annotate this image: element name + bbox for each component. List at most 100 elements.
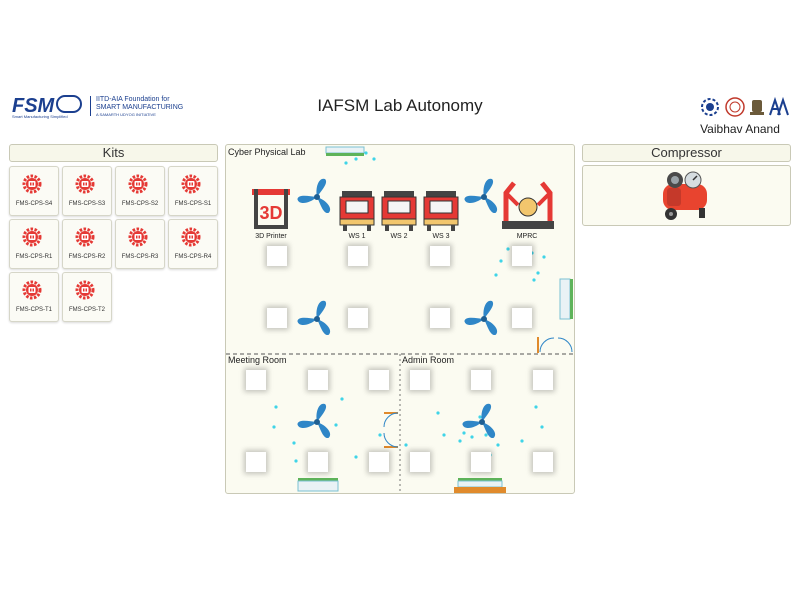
workstation-2-icon[interactable] bbox=[380, 189, 418, 231]
workstation-1-icon[interactable] bbox=[338, 189, 376, 231]
kit-tile[interactable]: FMS-CPS-R2 bbox=[62, 219, 112, 269]
airflow-particle bbox=[334, 423, 338, 427]
kit-label: FMS-CPS-R2 bbox=[68, 254, 106, 260]
logo-divider bbox=[90, 96, 91, 116]
airflow-particle bbox=[484, 433, 488, 437]
airflow-particle bbox=[458, 439, 462, 443]
airflow-particle bbox=[436, 411, 440, 415]
seat-slot[interactable] bbox=[512, 246, 532, 266]
compressor-card[interactable] bbox=[582, 165, 791, 226]
seat-slot[interactable] bbox=[533, 370, 553, 390]
kits-header: Kits bbox=[9, 144, 218, 162]
kit-tile[interactable]: FMS-CPS-T2 bbox=[62, 272, 112, 322]
emblem-seal-icon bbox=[725, 97, 745, 117]
seat-slot[interactable] bbox=[308, 452, 328, 472]
seat-slot[interactable] bbox=[430, 246, 450, 266]
airflow-particle bbox=[354, 157, 358, 161]
seat-slot[interactable] bbox=[410, 452, 430, 472]
mprc-robot-icon[interactable] bbox=[500, 177, 556, 231]
fsm-logo: FSM Smart Manufacturing Simplified IITD-… bbox=[12, 93, 184, 123]
kit-tile[interactable]: FMS-CPS-S4 bbox=[9, 166, 59, 216]
ceiling-fan-icon bbox=[297, 178, 331, 213]
kit-tile[interactable]: FMS-CPS-R4 bbox=[168, 219, 218, 269]
airflow-particle bbox=[462, 431, 466, 435]
logo-tagline: Smart Manufacturing Simplified bbox=[12, 114, 68, 119]
gear-robot-icon bbox=[181, 227, 201, 247]
airflow-particle bbox=[340, 397, 344, 401]
gear-robot-icon bbox=[22, 174, 42, 194]
gear-robot-icon bbox=[75, 280, 95, 300]
gear-robot-icon bbox=[128, 174, 148, 194]
seat-slot[interactable] bbox=[267, 246, 287, 266]
seat-slot[interactable] bbox=[369, 370, 389, 390]
logo-org-line3: A SAMARTH UDYOG INITIATIVE bbox=[96, 112, 156, 117]
airflow-particle bbox=[292, 441, 296, 445]
seat-slot[interactable] bbox=[512, 308, 532, 328]
seat-slot[interactable] bbox=[471, 370, 491, 390]
airflow-particle bbox=[378, 433, 382, 437]
seat-slot[interactable] bbox=[348, 308, 368, 328]
logo-org-line1: IITD-AIA Foundation for bbox=[96, 96, 170, 103]
kit-label: FMS-CPS-T1 bbox=[16, 307, 52, 313]
air-compressor-icon bbox=[663, 171, 707, 220]
kit-label: FMS-CPS-S2 bbox=[121, 201, 159, 207]
printer-badge: 3D bbox=[259, 203, 283, 223]
ac-unit-bottom-right-icon bbox=[454, 478, 506, 493]
logo-org-line2: SMART MANUFACTURING bbox=[96, 104, 184, 111]
kit-tile[interactable]: FMS-CPS-R3 bbox=[115, 219, 165, 269]
airflow-particle bbox=[536, 271, 540, 275]
kit-tile[interactable]: FMS-CPS-S1 bbox=[168, 166, 218, 216]
kit-label: FMS-CPS-R4 bbox=[174, 254, 212, 260]
seat-slot[interactable] bbox=[308, 370, 328, 390]
airflow-particle bbox=[534, 405, 538, 409]
gear-robot-icon bbox=[75, 174, 95, 194]
ceiling-fan-icon bbox=[297, 403, 331, 438]
workstation-2-label: WS 2 bbox=[390, 233, 408, 240]
airflow-particle bbox=[272, 425, 276, 429]
compressor-header: Compressor bbox=[582, 144, 791, 162]
gear-robot-icon bbox=[75, 227, 95, 247]
airflow-particle bbox=[470, 435, 474, 439]
door-lab-right-icon bbox=[537, 337, 573, 353]
kit-tile[interactable]: FMS-CPS-R1 bbox=[9, 219, 59, 269]
ac-unit-right-icon bbox=[559, 278, 573, 320]
ac-unit-bottom-left-icon bbox=[297, 478, 339, 492]
kit-label: FMS-CPS-T2 bbox=[69, 307, 105, 313]
workstation-3-icon[interactable] bbox=[422, 189, 460, 231]
seat-slot[interactable] bbox=[348, 246, 368, 266]
3d-printer-label: 3D Printer bbox=[255, 233, 287, 240]
door-meeting-room-icon bbox=[383, 412, 399, 448]
mprc-label: MPRC bbox=[516, 233, 538, 240]
seat-slot[interactable] bbox=[246, 452, 266, 472]
seat-slot[interactable] bbox=[246, 370, 266, 390]
airflow-particle bbox=[494, 273, 498, 277]
airflow-particle bbox=[520, 439, 524, 443]
airflow-particle bbox=[496, 443, 500, 447]
airflow-particle bbox=[532, 278, 536, 282]
kit-label: FMS-CPS-S3 bbox=[68, 201, 106, 207]
seat-slot[interactable] bbox=[533, 452, 553, 472]
seat-slot[interactable] bbox=[471, 452, 491, 472]
user-name[interactable]: Vaibhav Anand bbox=[700, 122, 780, 136]
emblem-gear-icon bbox=[701, 98, 719, 116]
airflow-particle bbox=[364, 151, 368, 155]
seat-slot[interactable] bbox=[267, 308, 287, 328]
airflow-particle bbox=[540, 425, 544, 429]
airflow-particle bbox=[542, 255, 546, 259]
kit-tile[interactable]: FMS-CPS-T1 bbox=[9, 272, 59, 322]
gear-robot-icon bbox=[22, 280, 42, 300]
airflow-particle bbox=[372, 157, 376, 161]
workstation-1-label: WS 1 bbox=[348, 233, 366, 240]
lab-floor-map: Cyber Physical Lab Meeting Room Admin Ro… bbox=[225, 144, 575, 494]
kit-tile[interactable]: FMS-CPS-S2 bbox=[115, 166, 165, 216]
seat-slot[interactable] bbox=[430, 308, 450, 328]
seat-slot[interactable] bbox=[369, 452, 389, 472]
kit-tile[interactable]: FMS-CPS-S3 bbox=[62, 166, 112, 216]
seat-slot[interactable] bbox=[410, 370, 430, 390]
airflow-particle bbox=[506, 247, 510, 251]
ac-unit-top-icon bbox=[325, 146, 365, 156]
airflow-particle bbox=[478, 415, 482, 419]
workstation-3-label: WS 3 bbox=[432, 233, 450, 240]
3d-printer-icon[interactable]: 3D bbox=[250, 187, 292, 231]
meeting-room-label: Meeting Room bbox=[228, 355, 287, 365]
